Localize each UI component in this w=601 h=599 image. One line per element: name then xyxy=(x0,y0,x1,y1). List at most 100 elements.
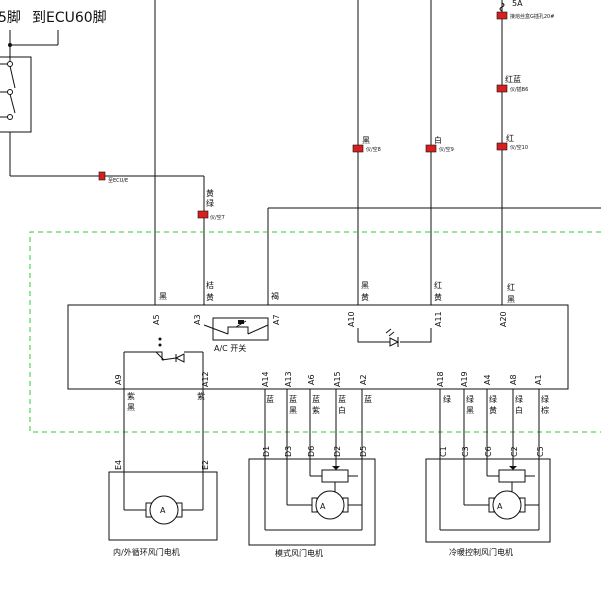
relay-contact-top xyxy=(7,61,13,67)
mode-motor-label: 模式风门电机 xyxy=(275,548,323,558)
pin-D5: D5 xyxy=(359,446,368,457)
wire-color-a20-1: 红 xyxy=(507,282,515,292)
fuse-tag: 接熔丝盒G插孔20# xyxy=(510,13,554,20)
pin-A13: A13 xyxy=(284,371,293,387)
recirc-motor-symbol: A xyxy=(160,506,166,515)
wire-color-a19-1: 绿 xyxy=(466,395,474,404)
pin-D6: D6 xyxy=(307,446,316,457)
wire-a10-internal xyxy=(357,328,390,343)
wire-color-a10-2: 黄 xyxy=(361,292,369,302)
wire-color-a8-2: 白 xyxy=(515,405,523,415)
pin-A1: A1 xyxy=(534,374,543,385)
connector-yg-label: 仪/空7 xyxy=(210,214,225,221)
ac-control-module xyxy=(67,304,569,390)
pin-A15: A15 xyxy=(333,371,342,387)
fuse-icon xyxy=(499,2,505,12)
wire-color-b6: 红蓝 xyxy=(505,74,521,84)
pin-A2: A2 xyxy=(359,374,368,385)
pin-A6: A6 xyxy=(307,374,316,385)
module-boundary-dashed xyxy=(29,231,601,433)
label-ecu-pin60: 到ECU60脚 xyxy=(32,10,107,26)
wire-color-a4-1: 绿 xyxy=(489,395,497,404)
wire-color-a3-1: 桔 xyxy=(206,280,214,290)
relay-switch-arm xyxy=(9,65,16,89)
connector-k8-label: 仪/空8 xyxy=(366,146,381,153)
wire-color-a5: 黑 xyxy=(159,292,167,301)
connector-b6-label: 仪/插B6 xyxy=(510,86,528,93)
relay-contact-bottom xyxy=(7,114,13,120)
pin-A4: A4 xyxy=(483,374,492,385)
wire-color-a13-2: 黑 xyxy=(289,406,297,415)
wire-color-a11-1: 红 xyxy=(434,280,442,290)
wire-color-a20-2: 黑 xyxy=(507,295,515,304)
pin-A12: A12 xyxy=(201,371,210,387)
pin-A7: A7 xyxy=(272,314,281,325)
pin-A14: A14 xyxy=(261,371,270,387)
pin-A19: A19 xyxy=(460,371,469,387)
wire-color-a19-2: 黑 xyxy=(466,406,474,415)
label-pin5: 5脚 xyxy=(0,10,21,26)
recirc-motor-icon xyxy=(149,495,179,525)
wire-color-a1-1: 绿 xyxy=(541,395,549,404)
wire-color-a4-2: 黄 xyxy=(489,405,497,415)
connector-k10 xyxy=(496,142,508,151)
recirc-motor-box xyxy=(108,471,218,541)
pin-A5: A5 xyxy=(152,314,161,325)
ac-switch-contacts xyxy=(227,326,249,334)
temp-motor-icon xyxy=(492,490,522,520)
connector-ecu-e-label: 至ECU/E xyxy=(108,178,128,184)
mode-motor-box xyxy=(248,458,376,546)
mode-pot-arrow-icon xyxy=(332,466,340,470)
wire-color-a14: 蓝 xyxy=(266,394,274,404)
mode-motor-symbol: A xyxy=(320,502,326,511)
ac-switch-indicator-icon xyxy=(238,320,244,324)
wire-color-a7: 褐 xyxy=(271,291,279,301)
internal-diode-icon xyxy=(174,353,185,363)
wire-color-a6-2: 紫 xyxy=(312,406,320,415)
pin-A8: A8 xyxy=(509,374,518,385)
relay-contact-mid xyxy=(7,89,13,95)
wire-color-a3-top-1: 黄 xyxy=(206,188,214,198)
wire-color-k8: 黑 xyxy=(362,136,370,145)
connector-ecu-e xyxy=(98,171,106,181)
wire-color-k9: 白 xyxy=(434,135,442,145)
wire-a3-internal xyxy=(203,324,229,335)
internal-switch-dot xyxy=(158,343,162,347)
wire-color-a15-1: 蓝 xyxy=(338,394,346,404)
connector-yg xyxy=(197,210,209,219)
connector-k9-label: 仪/空9 xyxy=(439,146,454,153)
temp-pot-arrow-icon xyxy=(509,466,517,470)
pin-C2: C2 xyxy=(510,446,519,457)
temp-motor-label: 冷暖控制风门电机 xyxy=(449,547,513,557)
wire-color-a6-1: 蓝 xyxy=(312,394,320,404)
mode-motor-icon xyxy=(315,490,345,520)
wire-color-a9-2: 黑 xyxy=(127,403,135,412)
relay-switch-arm-2 xyxy=(9,93,16,114)
wire-color-a13-1: 蓝 xyxy=(289,394,297,404)
pin-E2: E2 xyxy=(201,460,210,470)
pin-C6: C6 xyxy=(484,446,493,457)
fuse-rating: 5A xyxy=(512,0,523,8)
internal-switch-arm xyxy=(155,351,165,361)
led-emission-icon xyxy=(385,328,395,337)
pin-C1: C1 xyxy=(439,446,448,457)
pin-C3: C3 xyxy=(461,446,470,457)
wire-a11-internal xyxy=(400,328,432,343)
temp-potentiometer xyxy=(498,469,526,483)
connector-k10-label: 仪/空10 xyxy=(510,144,528,151)
connector-b6 xyxy=(496,84,508,93)
wire-color-a3-2: 黄 xyxy=(206,292,214,302)
wire-color-a2: 蓝 xyxy=(364,394,372,404)
pin-A9: A9 xyxy=(114,374,123,385)
wire-color-a15-2: 白 xyxy=(338,405,346,415)
wire-color-a12: 紫 xyxy=(197,392,205,401)
pin-A10: A10 xyxy=(347,311,356,327)
pin-A18: A18 xyxy=(436,371,445,387)
mode-potentiometer xyxy=(321,469,349,483)
led-diode-icon xyxy=(389,337,400,347)
ac-switch-box xyxy=(212,317,269,341)
wire-color-a10-1: 黑 xyxy=(361,281,369,290)
wire-color-a18: 绿 xyxy=(443,395,451,404)
pin-A11: A11 xyxy=(434,311,443,327)
